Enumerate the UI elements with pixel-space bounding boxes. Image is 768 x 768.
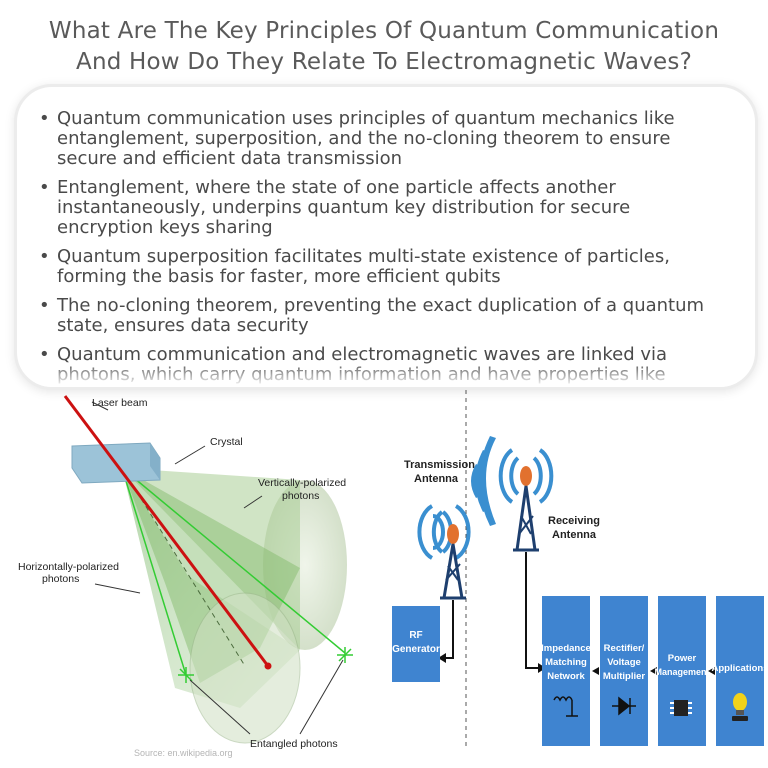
rf-label-2: Generator [392, 644, 440, 655]
laser-end-dot [264, 662, 272, 670]
signal-waves-icon [471, 436, 496, 526]
bullet-item: • Entanglement, where the state of one pa… [33, 178, 727, 238]
bullet-dot: • [39, 246, 50, 267]
box1-label-2: Matching [545, 657, 587, 668]
lightbulb-icon [732, 693, 748, 721]
diode-icon [612, 696, 636, 716]
cone-ellipse-front [189, 592, 301, 744]
box3-label-2: Management [654, 667, 709, 677]
leader-horizontal [94, 583, 141, 594]
photon-marker-left [178, 667, 194, 683]
rx-label-1: Receiving [548, 515, 600, 527]
label-vertical-2: photons [282, 490, 319, 502]
text-fade [17, 361, 755, 387]
tx-label-2: Antenna [414, 473, 459, 485]
bullet-dot: • [39, 295, 50, 316]
leader-entangled-b [299, 659, 344, 735]
rx-label-2: Antenna [552, 529, 597, 541]
tx-label-1: Transmission [404, 459, 475, 471]
power-management-block [658, 596, 706, 746]
impedance-block [542, 596, 590, 746]
label-laser-beam: Laser beam [92, 397, 148, 409]
bullet-dot: • [39, 108, 50, 129]
box2-label-1: Rectifier/ [604, 643, 645, 654]
title-line-2: And How Do They Relate To Electromagneti… [76, 49, 692, 75]
page-title: What Are The Key Principles Of Quantum C… [0, 16, 768, 78]
photon-marker-right [337, 647, 353, 663]
leader-entangled-a [189, 679, 251, 735]
box4-label-1: Applications [711, 663, 768, 674]
title-line-1: What Are The Key Principles Of Quantum C… [48, 18, 720, 44]
photon-path-a [121, 467, 187, 676]
bullet-item: • The no-cloning theorem, preventing the … [33, 296, 727, 336]
coil-icon [553, 696, 578, 717]
leader-crystal [174, 445, 206, 465]
label-entangled: Entangled photons [250, 738, 338, 750]
tx-wire-arrow [438, 653, 446, 663]
entanglement-diagram: Laser beam Crystal Vertically-polarized … [18, 395, 353, 758]
bullet-text: The no-cloning theorem, preventing the e… [57, 295, 705, 336]
transmission-antenna-icon [417, 504, 471, 600]
bullet-list: • Quantum communication uses principles o… [17, 87, 755, 385]
box2-label-2: Voltage [607, 657, 641, 668]
crystal-side [150, 443, 160, 480]
source-credit: Source: en.wikipedia.org [134, 748, 233, 758]
rf-antenna-diagram: Transmission Antenna Receiving Antenna R… [392, 390, 768, 748]
rf-label-1: RF [409, 630, 422, 641]
bullet-card: • Quantum communication uses principles o… [14, 84, 758, 390]
box1-label-3: Network [547, 671, 585, 682]
box1-label-1: Impedance [541, 643, 591, 654]
bullet-dot: • [39, 344, 50, 365]
bullet-text: Entanglement, where the state of one par… [57, 177, 631, 238]
receiving-antenna-icon [498, 448, 554, 552]
label-crystal: Crystal [210, 436, 243, 448]
leader-vertical [243, 495, 263, 509]
bullet-dot: • [39, 177, 50, 198]
leader-laser [91, 401, 109, 411]
label-horizontal-2: photons [42, 573, 79, 585]
bullet-item: • Quantum superposition facilitates multi… [33, 247, 727, 287]
chip-icon [670, 700, 692, 716]
tx-wire [444, 600, 454, 659]
bullet-item: • Quantum communication uses principles o… [33, 109, 727, 169]
arrow-3 [708, 667, 715, 675]
arrow-2 [650, 667, 657, 675]
box3-label-1: Power [668, 653, 697, 664]
rx-wire [525, 552, 540, 669]
rectifier-block [600, 596, 648, 746]
arrow-1 [592, 667, 599, 675]
photon-path-b [121, 467, 346, 654]
label-horizontal-1: Horizontally-polarized [18, 561, 119, 573]
label-vertical-1: Vertically-polarized [258, 477, 346, 489]
laser-beam [63, 395, 270, 667]
bullet-text: Quantum superposition facilitates multi-… [57, 246, 670, 287]
box2-label-3: Multiplier [603, 671, 646, 682]
rf-generator-block [392, 606, 440, 682]
bullet-text: Quantum communication uses principles of… [57, 108, 675, 169]
